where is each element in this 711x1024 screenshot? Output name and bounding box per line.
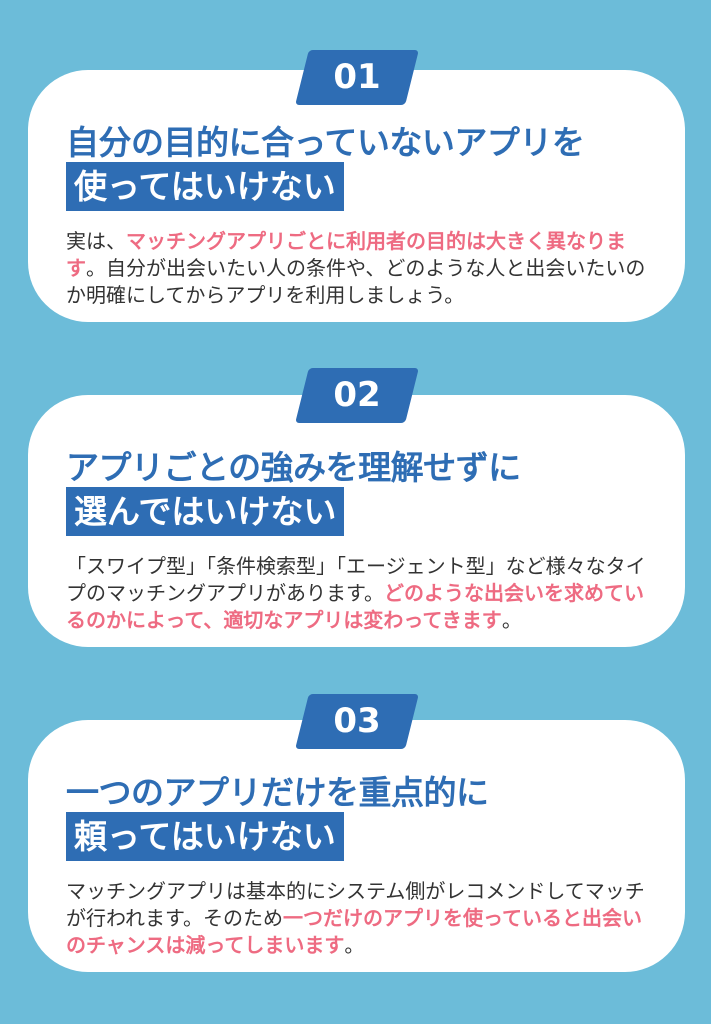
section-title: 一つのアプリだけを重点的に [66,773,489,812]
section-number-badge: 01 [295,50,419,105]
section-number-badge: 03 [295,694,419,749]
body-text: 。 [344,933,365,957]
section-number-badge: 02 [295,368,419,423]
section-card: 自分の目的に合っていないアプリを 使ってはいけない 実は、マッチングアプリごとに… [28,70,685,322]
section-body: マッチングアプリは基本的にシステム側がレコメンドしてマッチが行われます。そのため… [66,878,656,959]
body-text: 「スワイプ型」「条件検索型」「エージェント型」など様々なタイプのマッチングアプリ… [66,554,646,605]
section-title: アプリごとの強みを理解せずに [66,448,521,487]
section-title-highlight: 選んではいけない [66,487,345,536]
body-text: 実は、 [66,229,126,253]
highlighted-text: 一つだけのアプリを使っていると出会いのチャンスは減ってしまいます [66,906,642,957]
section-title-highlight: 使ってはいけない [66,162,344,211]
body-text: 。 [501,608,522,632]
section-title-highlight: 頼ってはいけない [66,812,344,861]
section-title: 自分の目的に合っていないアプリを [66,123,585,162]
section-body: 「スワイプ型」「条件検索型」「エージェント型」など様々なタイプのマッチングアプリ… [66,553,656,634]
body-text: マッチングアプリは基本的にシステム側がレコメンドしてマッチが行われます。そのため [66,879,645,930]
highlighted-text: マッチングアプリごとに利用者の目的は大きく異なります [66,229,626,280]
section-card: 一つのアプリだけを重点的に 頼ってはいけない マッチングアプリは基本的にシステム… [28,720,685,972]
body-text: 。自分が出会いたい人の条件や、どのような人と出会いたいのか明確にしてからアプリを… [66,256,646,307]
section-card: アプリごとの強みを理解せずに 選んではいけない 「スワイプ型」「条件検索型」「エ… [28,395,685,647]
highlighted-text: どのような出会いを求めているのかによって、適切なアプリは変わってきます [66,581,644,632]
section-body: 実は、マッチングアプリごとに利用者の目的は大きく異なります。自分が出会いたい人の… [66,228,656,309]
